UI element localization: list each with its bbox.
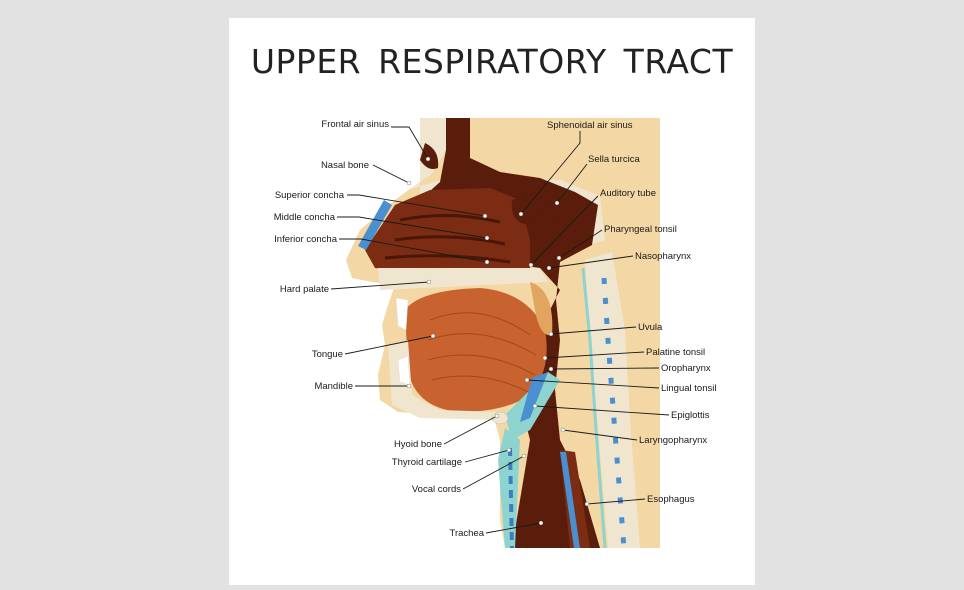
label-sphenoidal-air-sinus: Sphenoidal air sinus	[547, 120, 633, 131]
label-hard-palate: Hard palate	[280, 284, 329, 295]
label-vocal-cords: Vocal cords	[412, 484, 461, 495]
label-middle-concha: Middle concha	[274, 212, 336, 223]
label-uvula: Uvula	[638, 322, 663, 333]
label-lingual-tonsil: Lingual tonsil	[661, 383, 716, 394]
tongue-shape	[405, 288, 547, 412]
diagram-card: UPPER RESPIRATORY TRACT	[229, 18, 755, 585]
hyoid-shape	[492, 412, 508, 424]
label-inferior-concha: Inferior concha	[274, 234, 338, 245]
label-thyroid-cartilage: Thyroid cartilage	[392, 457, 462, 468]
label-frontal-air-sinus: Frontal air sinus	[321, 119, 389, 130]
label-nasopharynx: Nasopharynx	[635, 251, 691, 262]
nasal-cavity	[365, 188, 530, 272]
label-oropharynx: Oropharynx	[661, 363, 711, 374]
label-pharyngeal-tonsil: Pharyngeal tonsil	[604, 224, 677, 235]
label-auditory-tube: Auditory tube	[600, 188, 656, 199]
label-palatine-tonsil: Palatine tonsil	[646, 347, 705, 358]
label-laryngopharynx: Laryngopharynx	[639, 435, 707, 446]
label-trachea: Trachea	[450, 528, 485, 539]
label-hyoid-bone: Hyoid bone	[394, 439, 442, 450]
label-esophagus: Esophagus	[647, 494, 695, 505]
label-nasal-bone: Nasal bone	[321, 160, 369, 171]
label-sella-turcica: Sella turcica	[588, 154, 640, 165]
anatomy-diagram: Frontal air sinus Nasal bone Superior co…	[229, 18, 755, 585]
head-neck-illustration	[346, 118, 660, 548]
label-epiglottis: Epiglottis	[671, 410, 710, 421]
label-tongue: Tongue	[312, 349, 343, 360]
label-superior-concha: Superior concha	[275, 190, 345, 201]
label-mandible: Mandible	[314, 381, 353, 392]
